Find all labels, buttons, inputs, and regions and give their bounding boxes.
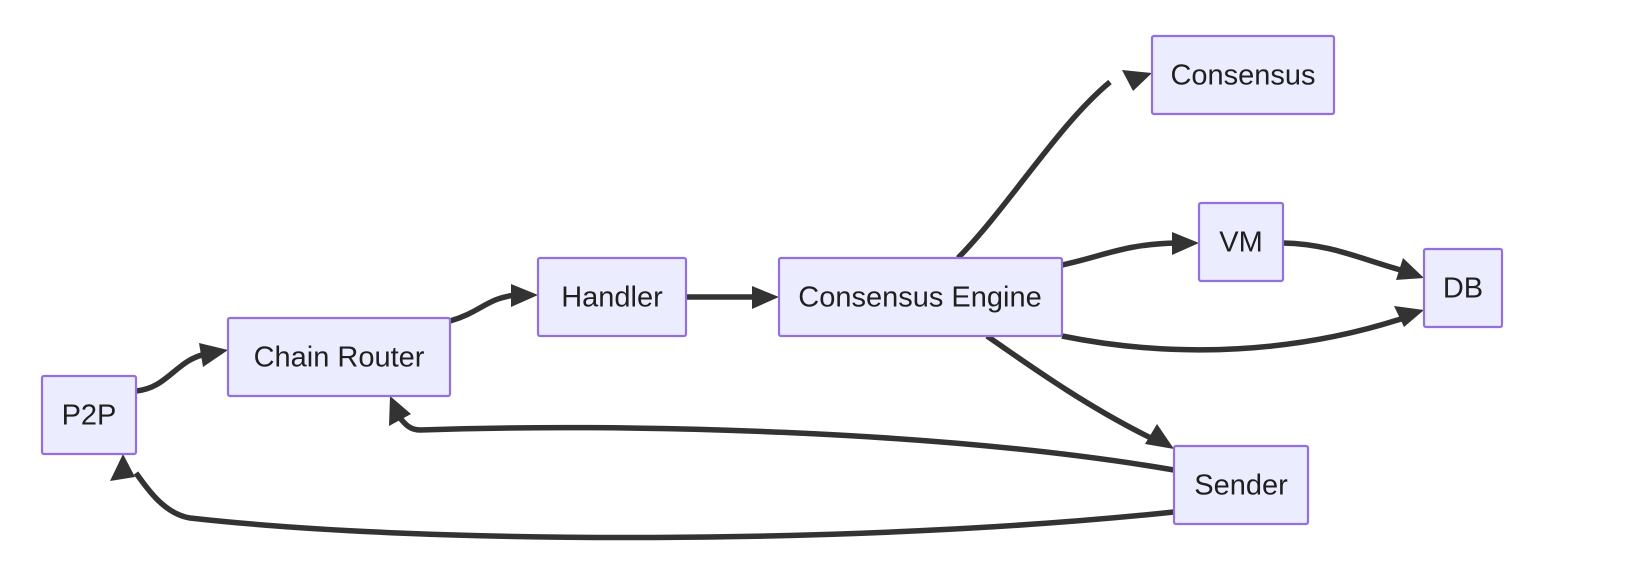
node-consensus-engine[interactable]: Consensus Engine [777, 256, 1064, 338]
edge-consensus-engine-to-vm [1061, 232, 1199, 268]
edge-path [397, 416, 1175, 473]
edge-path [1061, 240, 1178, 268]
edge-path [449, 292, 517, 324]
edge-consensus-engine-to-consensus [956, 70, 1152, 260]
node-vm-box[interactable] [1197, 201, 1285, 283]
node-p2p[interactable]: P2P [40, 374, 138, 456]
node-vm[interactable]: VM [1197, 201, 1285, 283]
edge-p2p-to-chain-router [135, 343, 228, 394]
node-consensus-label: Consensus [1170, 60, 1315, 92]
edge-sender-to-p2p [110, 454, 1175, 541]
edge-path [1061, 315, 1405, 353]
node-consensus[interactable]: Consensus [1150, 34, 1336, 116]
node-sender-box[interactable] [1172, 444, 1310, 526]
edge-layer [110, 70, 1424, 541]
node-consensus-engine-label: Consensus Engine [798, 282, 1041, 314]
node-p2p-label: P2P [62, 400, 117, 432]
node-p2p-box[interactable] [40, 374, 138, 456]
arrow-head-icon [1396, 258, 1424, 280]
edge-chain-router-to-handler [449, 284, 538, 324]
node-chain-router-label: Chain Router [254, 342, 425, 374]
edge-path [1282, 240, 1405, 274]
node-db-box[interactable] [1422, 247, 1504, 329]
node-sender-label: Sender [1194, 470, 1288, 502]
node-db[interactable]: DB [1422, 247, 1504, 329]
edge-consensus-engine-to-sender [985, 333, 1174, 449]
node-handler-box[interactable] [536, 256, 688, 338]
arrow-head-icon [1172, 232, 1199, 255]
arrow-head-icon [389, 396, 411, 426]
arrow-head-icon [110, 454, 135, 481]
node-chain-router-box[interactable] [226, 316, 452, 398]
node-consensus-engine-box[interactable] [777, 256, 1064, 338]
edge-handler-to-consensus-engine [686, 286, 779, 309]
arrow-head-icon [511, 284, 538, 307]
node-consensus-box[interactable] [1150, 34, 1336, 116]
arrow-head-icon [199, 343, 228, 367]
arrow-head-icon [1145, 424, 1174, 449]
node-handler-label: Handler [561, 282, 663, 314]
arrow-head-icon [1394, 306, 1424, 327]
edge-consensus-engine-to-db [1061, 306, 1424, 353]
arrow-head-icon [752, 286, 779, 309]
node-sender[interactable]: Sender [1172, 444, 1310, 526]
edge-path [956, 79, 1112, 260]
arrow-head-icon [1122, 70, 1152, 91]
edge-sender-to-chain-router [389, 396, 1175, 473]
node-handler[interactable]: Handler [536, 256, 688, 338]
edge-vm-to-db [1282, 240, 1424, 280]
node-layer: P2P Chain Router Handler Consensus Engin… [40, 34, 1504, 526]
edge-path [135, 351, 207, 394]
edge-path [133, 471, 1175, 541]
node-db-label: DB [1443, 273, 1483, 305]
node-chain-router[interactable]: Chain Router [226, 316, 452, 398]
node-vm-label: VM [1219, 227, 1263, 259]
edge-path [985, 333, 1157, 443]
